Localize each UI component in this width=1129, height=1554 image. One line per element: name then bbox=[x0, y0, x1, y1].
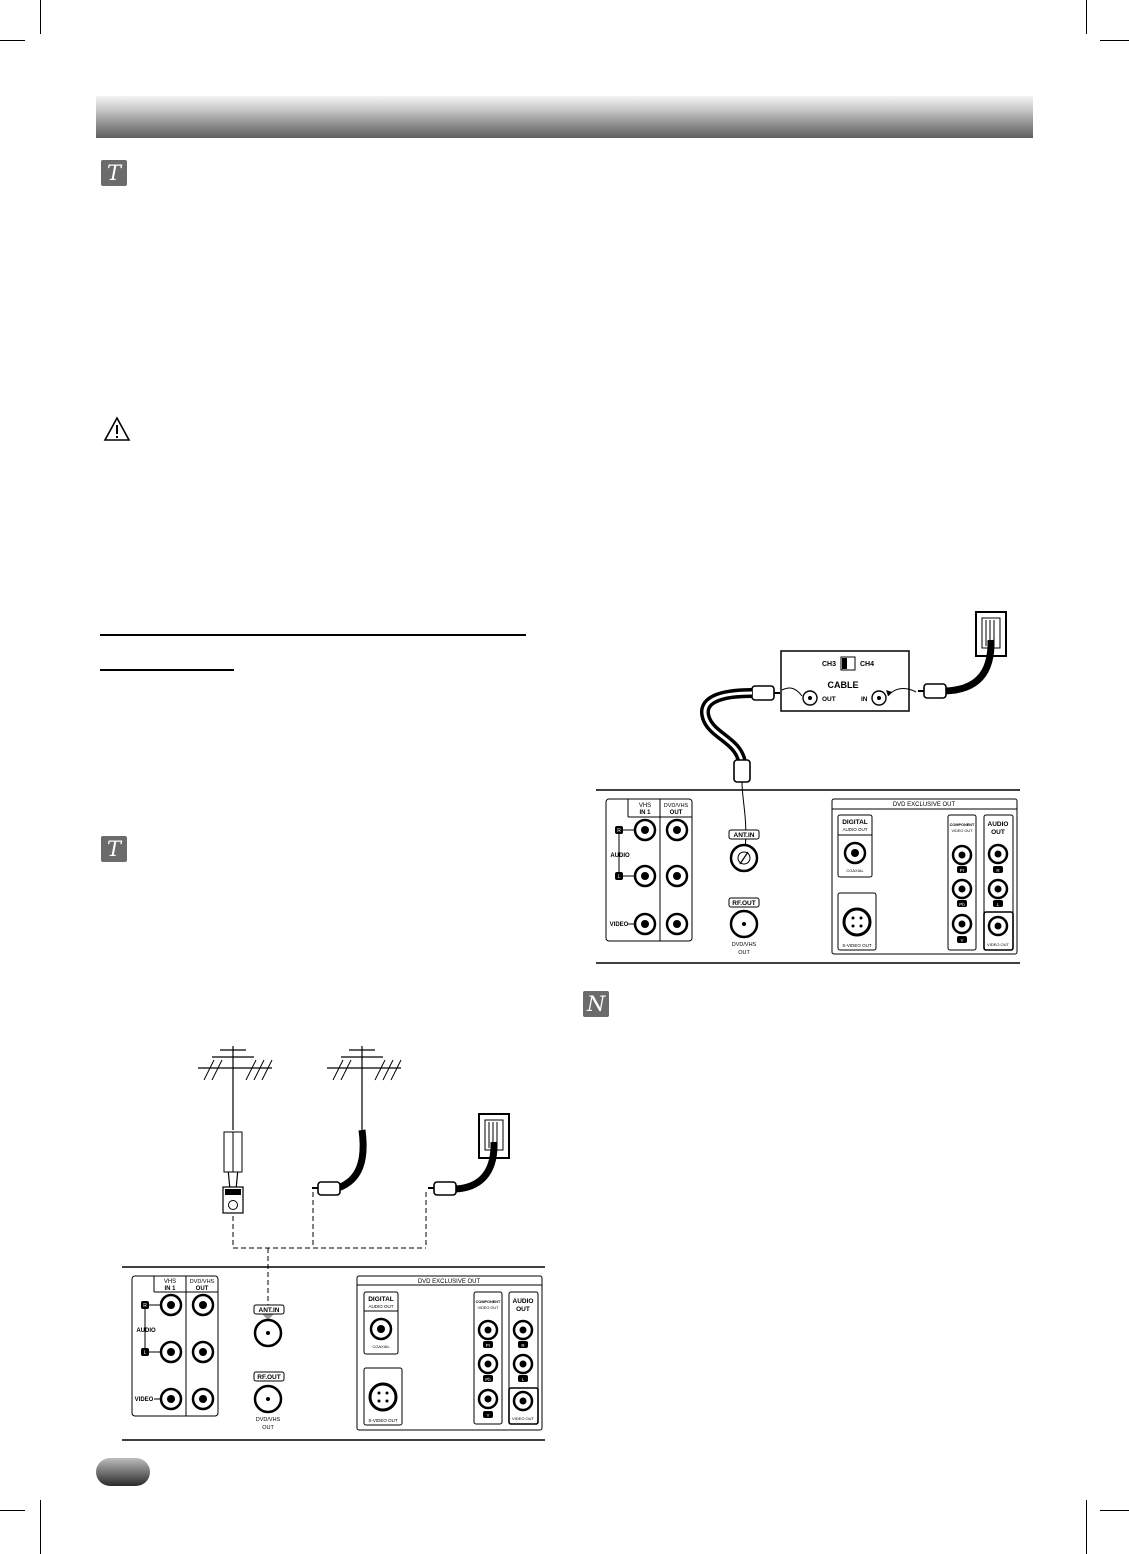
rf-out-label: RF.OUT bbox=[732, 900, 756, 907]
y-label: Y bbox=[960, 938, 963, 943]
audio-out-label: AUDIO bbox=[988, 821, 1009, 828]
cable-converter-box: CH3 CH4 CABLE OUT IN bbox=[780, 650, 910, 712]
dvd-exclusive-out-label: DVD EXCLUSIVE OUT bbox=[418, 1279, 481, 1285]
out-label: OUT bbox=[670, 810, 683, 816]
rf-out-sub-label: DVD/VHS bbox=[256, 1417, 281, 1423]
digital-label: DIGITAL bbox=[842, 819, 868, 826]
av-jack-block: VHS IN 1 DVD/VHS OUT R L AUDIO VIDEO bbox=[605, 798, 693, 942]
crop-mark bbox=[1086, 0, 1087, 34]
caution-icon bbox=[103, 416, 131, 441]
rf-out-sub-label: OUT bbox=[738, 950, 750, 956]
vhs-label: VHS bbox=[639, 803, 651, 809]
component-video-out-label: VIDEO OUT bbox=[478, 1306, 500, 1310]
r-label: R bbox=[996, 868, 1000, 873]
video-label: VIDEO bbox=[610, 922, 629, 928]
rf-out-jack: RF.OUT DVD/VHS OUT bbox=[253, 1371, 285, 1431]
crop-mark bbox=[0, 40, 25, 41]
digital-audio-out-label: AUDIO OUT bbox=[842, 827, 867, 832]
av-jack-block: VHS IN 1 DVD/VHS OUT R L AUDIO VIDEO bbox=[131, 1275, 219, 1417]
coax-plug bbox=[751, 685, 780, 701]
l-label: L bbox=[618, 874, 621, 880]
dashed-connection-lines bbox=[232, 1192, 427, 1312]
component-label: COMPONENT bbox=[476, 1300, 501, 1304]
l-label: L bbox=[522, 1377, 525, 1382]
heading-rule bbox=[100, 669, 234, 671]
component-label: COMPONENT bbox=[950, 823, 975, 827]
component-video-out-label: VIDEO OUT bbox=[952, 829, 974, 833]
coaxial-label: COAXIAL bbox=[372, 1344, 390, 1349]
page-number-tab bbox=[96, 1458, 150, 1486]
cable-label: CABLE bbox=[828, 680, 859, 690]
crop-mark bbox=[1086, 1500, 1087, 1554]
digital-audio-out-label: AUDIO OUT bbox=[368, 1304, 393, 1309]
rf-out-jack: RF.OUT DVD/VHS OUT bbox=[728, 897, 760, 956]
vhf-uhf-antenna bbox=[198, 1046, 273, 1214]
note-icon: N bbox=[583, 991, 609, 1017]
r-label: R bbox=[143, 1303, 147, 1309]
antenna-with-coax bbox=[312, 1046, 402, 1196]
ant-in-label: ANT.IN bbox=[259, 1307, 280, 1314]
y-label: Y bbox=[486, 1413, 489, 1418]
out-label: OUT bbox=[196, 1286, 209, 1292]
ch4-label: CH4 bbox=[860, 661, 874, 668]
crop-mark bbox=[1100, 1510, 1129, 1511]
ch3-label: CH3 bbox=[822, 661, 836, 668]
digital-label: DIGITAL bbox=[368, 1296, 394, 1303]
coaxial-label: COAXIAL bbox=[846, 868, 864, 873]
ant-in-jack: ANT.IN bbox=[728, 829, 760, 873]
antenna-connection-diagram: VHS IN 1 DVD/VHS OUT R L AUDIO VIDEO ANT… bbox=[122, 1046, 545, 1441]
dvdvhs-label: DVD/VHS bbox=[190, 1279, 215, 1285]
l-label: L bbox=[997, 902, 1000, 907]
heading-rule bbox=[100, 634, 526, 636]
r-label: R bbox=[617, 828, 621, 834]
audio-out-label: OUT bbox=[991, 829, 1005, 836]
audio-out-label: AUDIO bbox=[513, 1298, 534, 1305]
pb-label: Pb bbox=[959, 902, 965, 907]
audio-label: AUDIO bbox=[136, 1328, 156, 1334]
in1-label: IN 1 bbox=[164, 1286, 176, 1292]
crop-mark bbox=[0, 1510, 25, 1511]
pr-label: Pr bbox=[960, 868, 965, 873]
crop-mark bbox=[1100, 40, 1129, 41]
dvd-exclusive-out-block: DVD EXCLUSIVE OUT DIGITAL AUDIO OUT COAX… bbox=[356, 1275, 543, 1431]
dvd-exclusive-out-label: DVD EXCLUSIVE OUT bbox=[893, 802, 956, 808]
pr-label: Pr bbox=[486, 1343, 491, 1348]
ant-in-label: ANT.IN bbox=[734, 832, 755, 839]
video-out-label: VIDEO OUT bbox=[512, 1416, 535, 1421]
coax-plug bbox=[918, 683, 947, 699]
pb-label: Pb bbox=[485, 1377, 491, 1382]
video-out-label: VIDEO OUT bbox=[987, 942, 1010, 947]
rf-out-sub-label: OUT bbox=[262, 1425, 274, 1431]
svideo-out-label: S-VIDEO OUT bbox=[842, 943, 872, 948]
wall-outlet bbox=[428, 1113, 510, 1196]
svideo-out-label: S-VIDEO OUT bbox=[368, 1418, 398, 1423]
tip-icon: T bbox=[101, 160, 127, 186]
section-title-bar bbox=[96, 96, 1033, 138]
dvd-exclusive-out-block: DVD EXCLUSIVE OUT DIGITAL AUDIO OUT COAX… bbox=[831, 798, 1018, 955]
dvdvhs-label: DVD/VHS bbox=[664, 803, 689, 809]
vhs-label: VHS bbox=[164, 1279, 176, 1285]
crop-mark bbox=[40, 0, 41, 34]
tip-icon: T bbox=[101, 836, 127, 862]
audio-out-label: OUT bbox=[516, 1306, 530, 1313]
crop-mark bbox=[40, 1500, 41, 1554]
audio-label: AUDIO bbox=[610, 853, 630, 859]
cable-out-label: OUT bbox=[822, 696, 836, 703]
cable-in-label: IN bbox=[861, 696, 868, 703]
video-label: VIDEO bbox=[135, 1397, 154, 1403]
ant-in-jack: ANT.IN bbox=[253, 1304, 285, 1348]
coax-plug bbox=[733, 759, 751, 783]
rf-out-label: RF.OUT bbox=[257, 1374, 281, 1381]
r-label: R bbox=[521, 1343, 525, 1348]
l-label: L bbox=[144, 1350, 147, 1356]
cable-box-connection-diagram: CH3 CH4 CABLE OUT IN VHS IN 1 DVD/VHS OU… bbox=[596, 611, 1020, 964]
rf-out-sub-label: DVD/VHS bbox=[732, 942, 757, 948]
in1-label: IN 1 bbox=[639, 810, 651, 816]
